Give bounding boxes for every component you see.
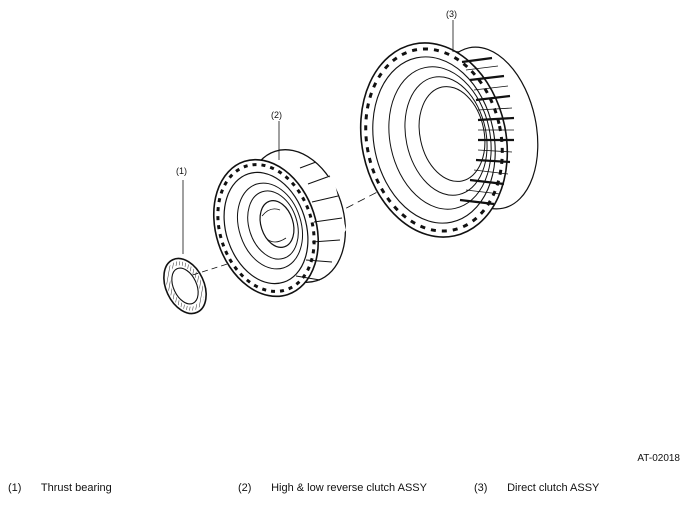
direct-clutch <box>359 42 539 238</box>
figure-code: AT-02018 <box>637 453 680 464</box>
high-low-reverse-clutch <box>212 149 347 298</box>
callout-1: (1) <box>176 166 187 176</box>
legend-item-2: (2) High & low reverse clutch ASSY <box>238 482 427 494</box>
legend-label: Thrust bearing <box>40 482 112 494</box>
legend-number: (2) <box>238 482 252 494</box>
legend-label: Direct clutch ASSY <box>507 482 600 494</box>
callout-3: (3) <box>446 9 457 19</box>
thrust-bearing <box>163 257 207 315</box>
center-axis <box>182 169 421 279</box>
legend-item-3: (3) Direct clutch ASSY <box>474 482 599 494</box>
legend-item-1: (1) Thrust bearing <box>8 482 112 494</box>
legend-number: (3) <box>474 482 488 494</box>
legend-number: (1) <box>8 482 22 494</box>
legend-label: High & low reverse clutch ASSY <box>271 482 427 494</box>
callout-2: (2) <box>271 110 282 120</box>
